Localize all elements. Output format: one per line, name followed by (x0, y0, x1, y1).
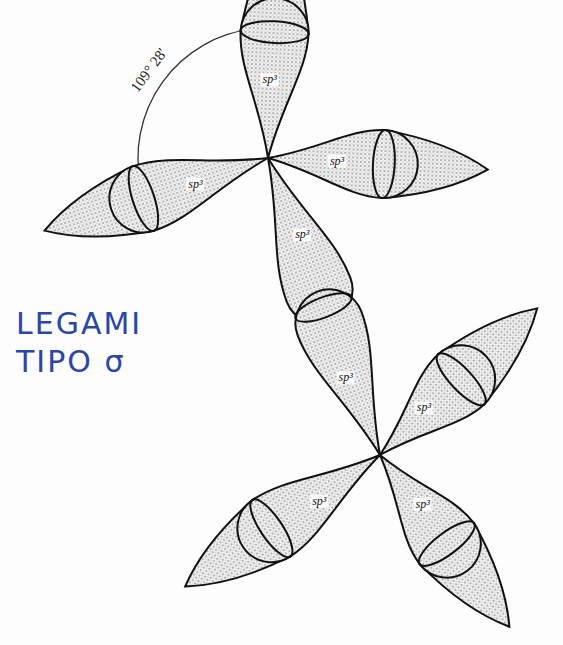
overlap-ring (243, 494, 299, 563)
orbital-label: sp³ (414, 497, 432, 510)
overlap-ring (413, 514, 480, 572)
orbital-label: sp³ (415, 401, 433, 414)
sp3-orbital-lobe: sp³ (234, 0, 310, 160)
lobe-shape (101, 126, 279, 242)
overlap-ring (430, 347, 492, 412)
overlap-ring (371, 130, 396, 199)
handwritten-note: LEGAMI TIPO σ (16, 305, 186, 380)
lobe-shape (224, 427, 399, 576)
orbital-label: sp³ (186, 178, 204, 191)
orbital-label: sp³ (260, 74, 278, 87)
orbital-label: sp³ (328, 155, 346, 168)
overlap-ring (123, 163, 165, 234)
orbital-label: sp³ (293, 229, 311, 242)
sp3-orbital-lobe: sp³ (224, 427, 399, 576)
overlap-ring (240, 20, 309, 45)
orbital-label: sp³ (337, 371, 355, 384)
orbital-label: sp³ (310, 494, 328, 507)
angle-label: 109° 28' (127, 44, 172, 95)
lobe-shape (234, 0, 310, 160)
sp3-orbital-lobe: sp³ (101, 126, 279, 242)
lobe-shape (353, 435, 495, 592)
overlap-ring (292, 287, 355, 327)
lobe-shape (357, 331, 509, 480)
